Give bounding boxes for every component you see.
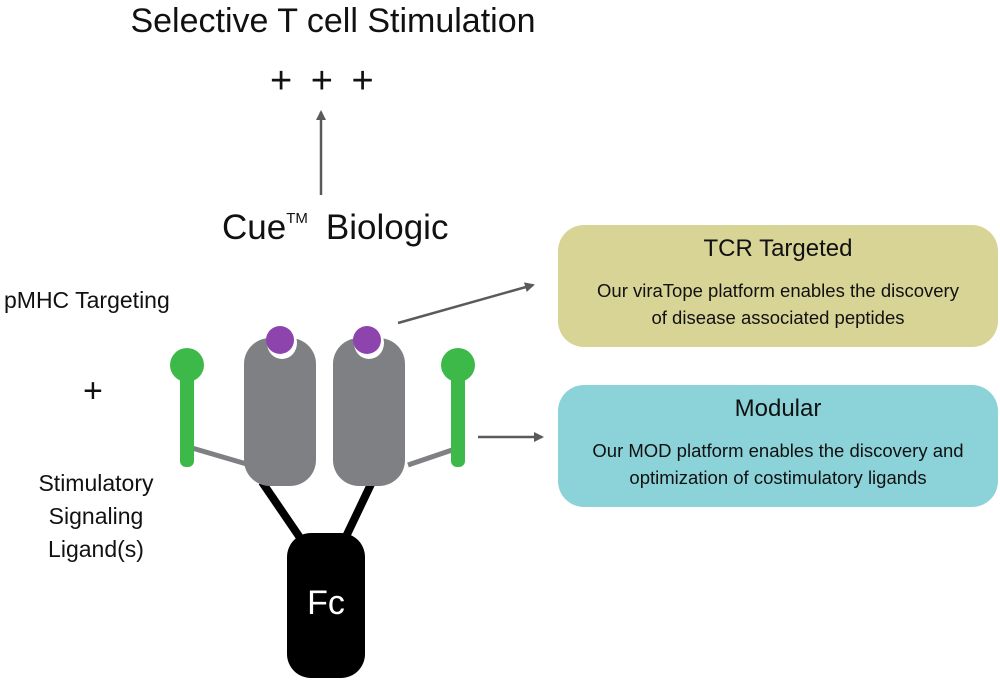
modular-card-body: Our MOD platform enables the discovery a… [592, 440, 964, 488]
tcr-card-title: TCR Targeted [703, 235, 853, 262]
right-peptide-dot [353, 326, 381, 354]
fc-domain [287, 533, 365, 678]
right-ligand-linker [407, 445, 459, 468]
pmhc-targeting-label: pMHC Targeting [4, 287, 170, 313]
left-mhc-domain [244, 338, 316, 486]
left-peptide-dot [266, 326, 294, 354]
right-mhc-domain [333, 338, 405, 486]
stimulatory-ligand-label: Stimulatory Signaling Ligand(s) [38, 470, 154, 562]
right-ligand-head [441, 348, 475, 382]
arrow-to-tcr-card [397, 282, 535, 325]
left-ligand-stalk [180, 365, 194, 467]
tcr-targeted-card: TCR Targeted Our viraTope platform enabl… [558, 225, 998, 347]
biologic-suffix: Biologic [325, 208, 449, 247]
plus-sign: + [83, 372, 103, 410]
biologic-name: Cue [222, 208, 287, 247]
diagram-title: Selective T cell Stimulation [130, 2, 536, 40]
modular-card: Modular Our MOD platform enables the dis… [558, 385, 998, 507]
tcr-card-body: Our viraTope platform enables the discov… [597, 280, 959, 328]
modular-card-title: Modular [734, 395, 822, 422]
left-ligand-head [170, 348, 204, 382]
left-ligand-linker [191, 445, 251, 468]
stimulation-level: + + + [270, 60, 378, 102]
right-ligand-stalk [451, 365, 465, 467]
trademark-mark: TM [286, 210, 308, 227]
fc-label: Fc [307, 584, 345, 622]
left-hinge-linker [258, 479, 309, 548]
biologic-label: CueTM Biologic [222, 208, 448, 248]
